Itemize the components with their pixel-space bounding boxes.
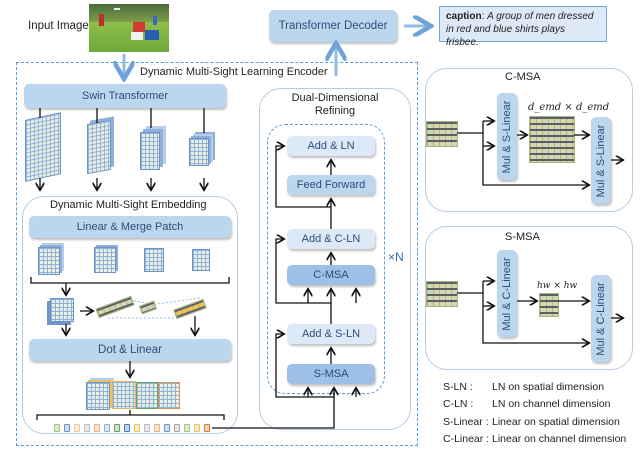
token — [74, 424, 80, 432]
token — [184, 424, 190, 432]
token — [144, 424, 150, 432]
refining-layer-outline — [267, 124, 385, 394]
legend-item: S-LN : — [443, 381, 473, 393]
transformer-decoder-block: Transformer Decoder — [269, 10, 397, 42]
add-ln-block: Add & LN — [287, 136, 375, 156]
s-msa-block: S-MSA — [287, 364, 375, 384]
legend-desc: LN on spatial dimension — [492, 381, 605, 393]
token — [84, 424, 90, 432]
token — [54, 424, 60, 432]
input-image — [89, 4, 169, 52]
refining-title: Dual-Dimensional Refining — [290, 92, 380, 118]
s-msa-mul-c-linear-2: Mul & C-Linear — [591, 275, 611, 362]
c-msa-block: C-MSA — [287, 265, 375, 285]
token — [114, 424, 120, 432]
caption-prefix: caption — [446, 11, 482, 22]
add-c-ln-block: Add & C-LN — [287, 229, 375, 249]
refining-title-line2: Refining — [314, 105, 356, 117]
token — [174, 424, 180, 432]
c-msa-attention-matrix — [529, 116, 575, 163]
s-msa-attention-matrix — [539, 293, 559, 317]
input-image-label: Input Image — [28, 20, 89, 32]
refining-title-line1: Dual-Dimensional — [291, 92, 379, 104]
token — [104, 424, 110, 432]
c-msa-mul-s-linear-2: Mul & S-Linear — [591, 117, 611, 204]
feed-forward-block: Feed Forward — [287, 175, 375, 195]
caption-box: caption: A group of men dressed in red a… — [439, 6, 607, 48]
token — [204, 424, 210, 432]
merged-patch-4 — [192, 249, 210, 271]
caption-text: A group of men dressed in red and blue s… — [446, 11, 594, 48]
merged-patch-2 — [94, 247, 116, 273]
token — [134, 424, 140, 432]
c-msa-input-feature — [426, 121, 458, 147]
legend-item: C-Linear : — [443, 433, 490, 445]
fused-map-2 — [112, 381, 136, 409]
merged-patch-3 — [144, 248, 164, 272]
fused-map-4 — [158, 382, 180, 409]
token — [154, 424, 160, 432]
token — [124, 424, 130, 432]
swin-transformer-block: Swin Transformer — [24, 84, 226, 108]
legend-item: S-Linear : — [443, 416, 489, 428]
embedding-title: Dynamic Multi-Sight Embedding — [50, 199, 207, 211]
legend-desc: Linear on spatial dimension — [492, 416, 620, 428]
feature-map-scale3 — [140, 132, 160, 170]
c-msa-mul-s-linear-1: Mul & S-Linear — [497, 93, 517, 180]
s-msa-input-feature — [426, 281, 458, 307]
fused-map-1 — [86, 382, 110, 410]
c-msa-matrix-label: d_emd × d_emd — [528, 102, 610, 113]
dot-linear-block: Dot & Linear — [29, 339, 231, 361]
fused-map-3 — [136, 382, 158, 409]
merged-patch-1 — [38, 247, 60, 275]
legend-desc: LN on channel dimension — [492, 398, 611, 410]
token — [64, 424, 70, 432]
token — [164, 424, 170, 432]
concat-feature — [50, 298, 74, 322]
caption-sep: : — [481, 11, 488, 22]
legend-item: C-LN : — [443, 398, 474, 410]
s-msa-title: S-MSA — [505, 231, 540, 243]
add-s-ln-block: Add & S-LN — [287, 324, 375, 344]
c-msa-title: C-MSA — [505, 71, 541, 83]
encoder-title: Dynamic Multi-Sight Learning Encoder — [138, 66, 330, 78]
s-msa-matrix-label: hw × hw — [537, 281, 578, 291]
token — [94, 424, 100, 432]
linear-merge-patch-block: Linear & Merge Patch — [29, 216, 231, 238]
legend-desc: Linear on channel dimension — [492, 433, 627, 445]
token — [194, 424, 200, 432]
feature-map-scale4 — [189, 138, 209, 166]
repeat-n-label: ×N — [388, 250, 404, 264]
s-msa-mul-c-linear-1: Mul & C-Linear — [497, 250, 517, 337]
encoder-outline — [16, 62, 418, 446]
